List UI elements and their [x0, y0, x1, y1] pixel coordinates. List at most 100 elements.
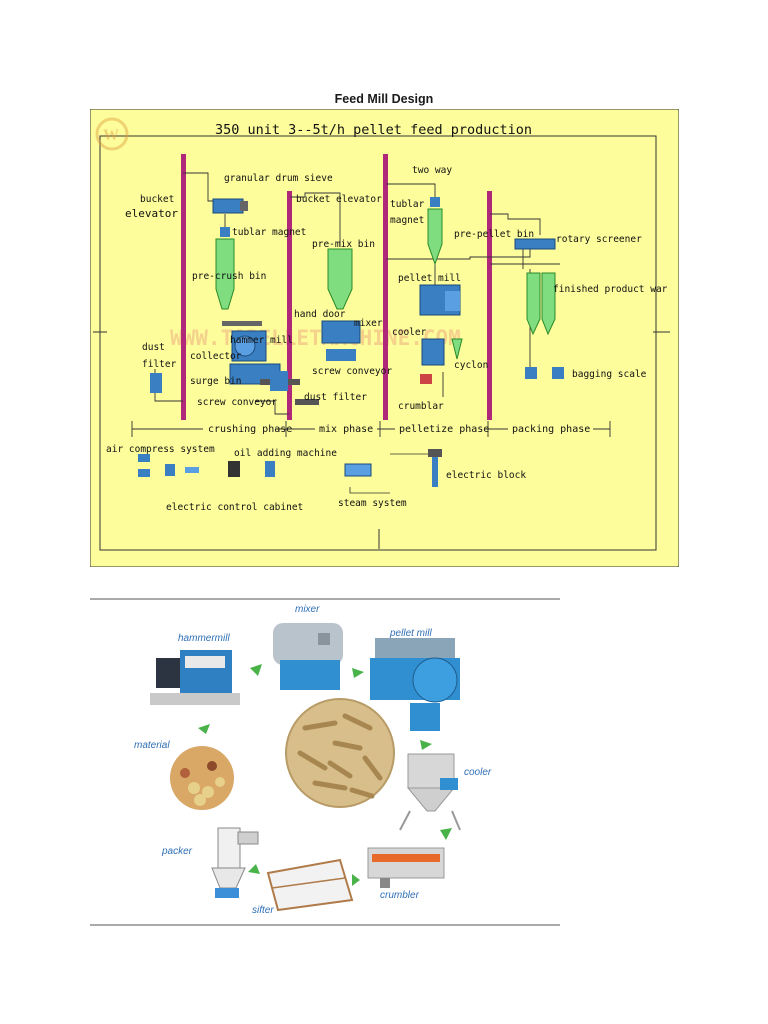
label-cooler: cooler	[392, 327, 427, 338]
phase-label-mix: mix phase	[319, 424, 373, 435]
pre-crush-bin-icon	[215, 238, 235, 310]
label-mixer: mixer	[295, 604, 320, 615]
label-dust: dust	[142, 342, 165, 353]
label-pre-crush-bin: pre-crush bin	[192, 271, 266, 282]
label-two-way: two way	[412, 165, 452, 176]
label-filter: filter	[142, 359, 177, 370]
electric-block-icon	[428, 449, 442, 457]
mixer-image	[273, 623, 343, 690]
crumbler-image	[367, 847, 445, 888]
label-electric-control-cabinet: electric control cabinet	[166, 502, 303, 513]
finished-bin-1-icon	[526, 272, 541, 336]
granular-drum-sieve-icon	[212, 198, 244, 214]
label-oil-adding-machine: oil adding machine	[234, 448, 337, 459]
magnet-icon	[220, 227, 230, 237]
label-electric-block: electric block	[446, 470, 526, 481]
equipment-labels: bucket elevator granular drum sieve tubl…	[106, 165, 668, 513]
label-pellet-mill: pellet mill	[389, 628, 432, 639]
dust-filter-2-icon	[270, 371, 288, 391]
diagram-heading: 350 unit 3--5t/h pellet feed production	[215, 122, 532, 138]
electric-control-cabinet-icon	[228, 461, 240, 477]
diagram-frame	[99, 135, 657, 551]
label-tublar: tublar	[390, 199, 425, 210]
pelletize-equipment	[419, 197, 463, 384]
elevator-pillar-2	[287, 191, 292, 420]
label-pellet-mill: pellet mill	[398, 273, 461, 284]
label-air-compress-system: air compress system	[106, 444, 215, 455]
mixer-icon	[321, 320, 361, 344]
label-crumblar: crumblar	[398, 401, 444, 412]
pellet-bin-icon	[427, 208, 443, 266]
feed-pellet-cycle-diagram: mixer hammermill pellet mill material co…	[90, 598, 560, 926]
sifter-image	[266, 858, 354, 912]
label-elevator: elevator	[125, 207, 178, 220]
label-hammermill: hammermill	[178, 633, 230, 644]
steam-system-icon	[344, 463, 372, 477]
pellets-image	[285, 698, 395, 808]
label-bucket-elevator-2: bucket elevator	[296, 194, 382, 205]
arrow-pellet-mill-to-cooler	[420, 740, 432, 750]
label-hand-door: hand door	[294, 309, 346, 320]
phase-label-crushing: crushing phase	[208, 424, 292, 435]
dust-filter-icon	[150, 373, 162, 393]
label-collector: collector	[190, 351, 242, 362]
label-pre-mix-bin: pre-mix bin	[312, 239, 375, 250]
label-bucket: bucket	[140, 194, 174, 205]
crumblar-icon	[420, 374, 432, 384]
oil-adding-icon	[265, 461, 275, 477]
packer-image	[211, 827, 259, 898]
label-tublar-magnet-1: tublar magnet	[232, 227, 306, 238]
phase-label-packing: packing phase	[512, 424, 590, 435]
label-packer: packer	[161, 846, 193, 857]
label-dust-filter-2: dust filter	[304, 392, 367, 403]
bagging-scale-icon	[525, 367, 537, 379]
label-material: material	[134, 740, 170, 751]
label-cyclon: cyclon	[454, 360, 488, 371]
arrow-sifter-to-packer	[248, 864, 260, 874]
elevator-pillar-1	[181, 154, 186, 420]
finished-bin-2-icon	[541, 272, 556, 336]
label-mixer: mixer	[354, 318, 383, 329]
label-magnet: magnet	[390, 215, 424, 226]
svg-text:W: W	[103, 127, 119, 144]
label-cooler: cooler	[464, 767, 492, 778]
page-title: Feed Mill Design	[334, 92, 434, 106]
arrow-mixer-to-pellet-mill	[352, 668, 364, 678]
rotary-screener-icon	[514, 238, 556, 250]
cyclon-icon	[451, 338, 463, 360]
label-finished-product: finished product war	[553, 284, 668, 295]
material-image	[170, 746, 234, 810]
label-crumbler: crumbler	[380, 890, 420, 901]
label-hammer-mill: hammer mill	[230, 335, 293, 346]
bucket-elevators	[181, 154, 492, 420]
elevator-pillar-4	[487, 191, 492, 420]
air-compress-icon	[138, 454, 150, 462]
pellet-mill-image	[370, 638, 460, 731]
arrow-crumbler-to-sifter	[352, 874, 360, 886]
packing-equipment	[514, 238, 564, 379]
label-steam-system: steam system	[338, 498, 407, 509]
auxiliary-equipment	[138, 449, 442, 494]
arrow-cooler-to-crumbler	[440, 828, 452, 840]
phase-label-pelletize: pelletize phase	[399, 424, 489, 435]
flow-arrows	[198, 664, 452, 886]
arrow-material-to-hammermill	[198, 724, 210, 734]
mixing-equipment	[270, 248, 361, 405]
hammermill-image	[150, 650, 240, 705]
arrow-hammermill-to-mixer	[250, 664, 262, 676]
cooler-image	[399, 753, 461, 831]
label-rotary-screener: rotary screener	[556, 234, 642, 245]
label-screw-conveyor-2: screw conveyor	[312, 366, 392, 377]
cooler-icon	[421, 338, 445, 366]
feed-mill-process-diagram: W WWW.TOPELLETMACHINE.COM 350 unit 3--5t…	[90, 109, 679, 567]
logo-watermark: W	[95, 117, 129, 151]
label-sifter: sifter	[252, 905, 274, 916]
watermark-text: WWW.TOPELLETMACHINE.COM	[170, 326, 461, 350]
label-screw-conveyor-1: screw conveyor	[197, 397, 277, 408]
pre-mix-bin-icon	[327, 248, 353, 310]
label-granular-drum-sieve: granular drum sieve	[224, 173, 333, 184]
elevator-pillar-3	[383, 154, 388, 420]
label-pre-pellet-bin: pre-pellet bin	[454, 229, 534, 240]
label-bagging-scale: bagging scale	[572, 369, 647, 380]
label-surge-bin: surge bin	[190, 376, 241, 387]
